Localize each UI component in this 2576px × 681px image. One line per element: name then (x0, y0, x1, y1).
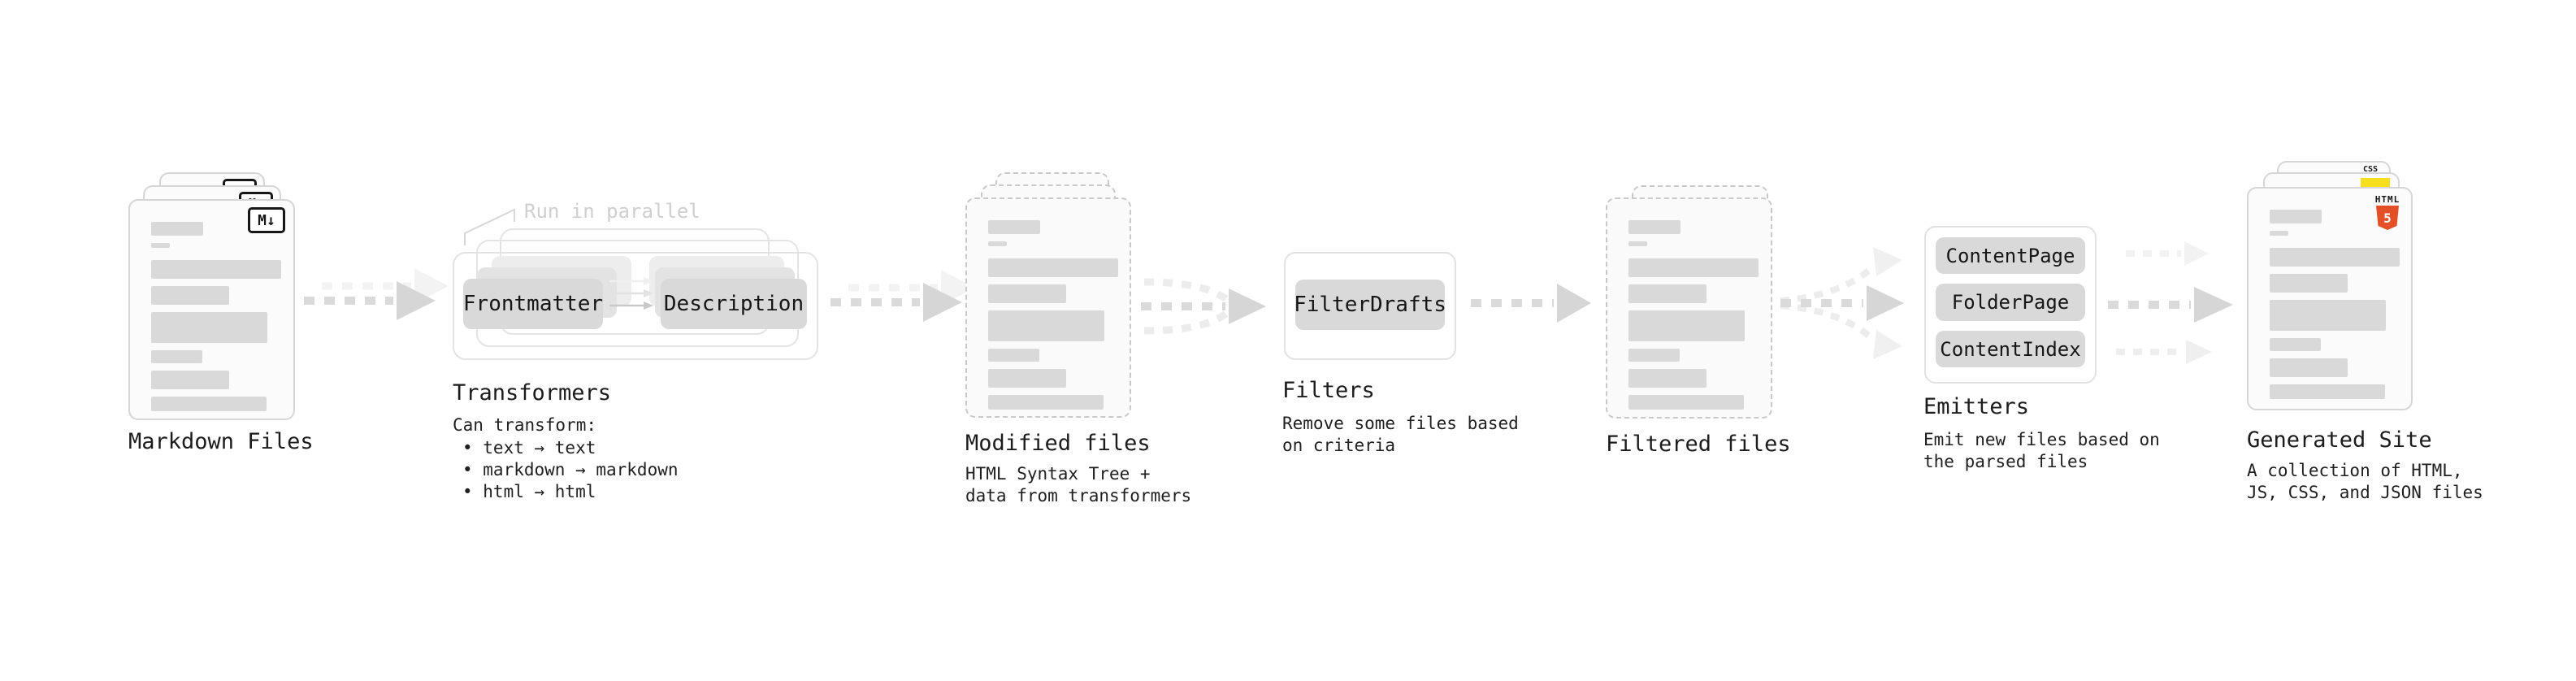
transformers-bullet: • text → text (462, 438, 596, 458)
arrow-markdown-to-transformers (304, 268, 449, 320)
generated-site-caption: A collection of HTML, JS, CSS, and JSON … (2247, 461, 2483, 502)
transformers-caption-heading: Can transform: (453, 415, 597, 435)
stage-label-transformers: Transformers (453, 380, 612, 406)
markdown-icon: M↓ (248, 207, 285, 233)
modified-files-caption: HTML Syntax Tree + data from transformer… (965, 464, 1192, 505)
file-content-placeholder (988, 220, 1118, 410)
transformer-flow-arrows (609, 277, 653, 310)
contentindex-pill: ContentIndex (1936, 331, 2085, 367)
filtered-file-card (1606, 197, 1772, 419)
arrow-filters-to-filtered (1471, 284, 1591, 323)
arrow-transformers-to-modified (830, 270, 975, 322)
arrow-emitters-to-site (2108, 241, 2233, 364)
file-content-placeholder (151, 222, 281, 411)
description-pill: Description (661, 279, 807, 329)
frontmatter-pill: Frontmatter (463, 279, 603, 329)
arrow-filtered-to-emitters (1780, 247, 1904, 359)
stage-label-filtered-files: Filtered files (1606, 432, 1791, 457)
arrow-modified-to-filters (1141, 278, 1266, 335)
transformer-group-front (453, 252, 818, 360)
stage-label-emitters: Emitters (1923, 394, 2030, 419)
stage-label-modified-files: Modified files (965, 431, 1151, 456)
markdown-file-card: M↓ (128, 199, 295, 420)
stage-label-markdown-files: Markdown Files (128, 429, 314, 454)
modified-file-card (965, 197, 1131, 418)
file-content-placeholder (1628, 220, 1759, 410)
html-file-card: HTML 5 (2247, 187, 2413, 410)
stage-label-filters: Filters (1282, 378, 1375, 403)
file-content-placeholder (2270, 210, 2400, 399)
folderpage-pill: FolderPage (1936, 284, 2085, 321)
emitters-caption: Emit new files based on the parsed files (1923, 430, 2160, 471)
run-in-parallel-note: Run in parallel (524, 200, 700, 223)
html5-icon: HTML 5 (2374, 195, 2401, 236)
transformers-bullet: • html → html (462, 482, 596, 501)
transformers-bullet: • markdown → markdown (462, 460, 679, 479)
filterdrafts-pill: FilterDrafts (1294, 280, 1446, 330)
note-leader-line (464, 208, 515, 245)
contentpage-pill: ContentPage (1936, 237, 2085, 274)
svg-text:5: 5 (2383, 210, 2392, 226)
filters-caption: Remove some files based on criteria (1282, 414, 1519, 455)
stage-label-generated-site: Generated Site (2247, 427, 2432, 453)
